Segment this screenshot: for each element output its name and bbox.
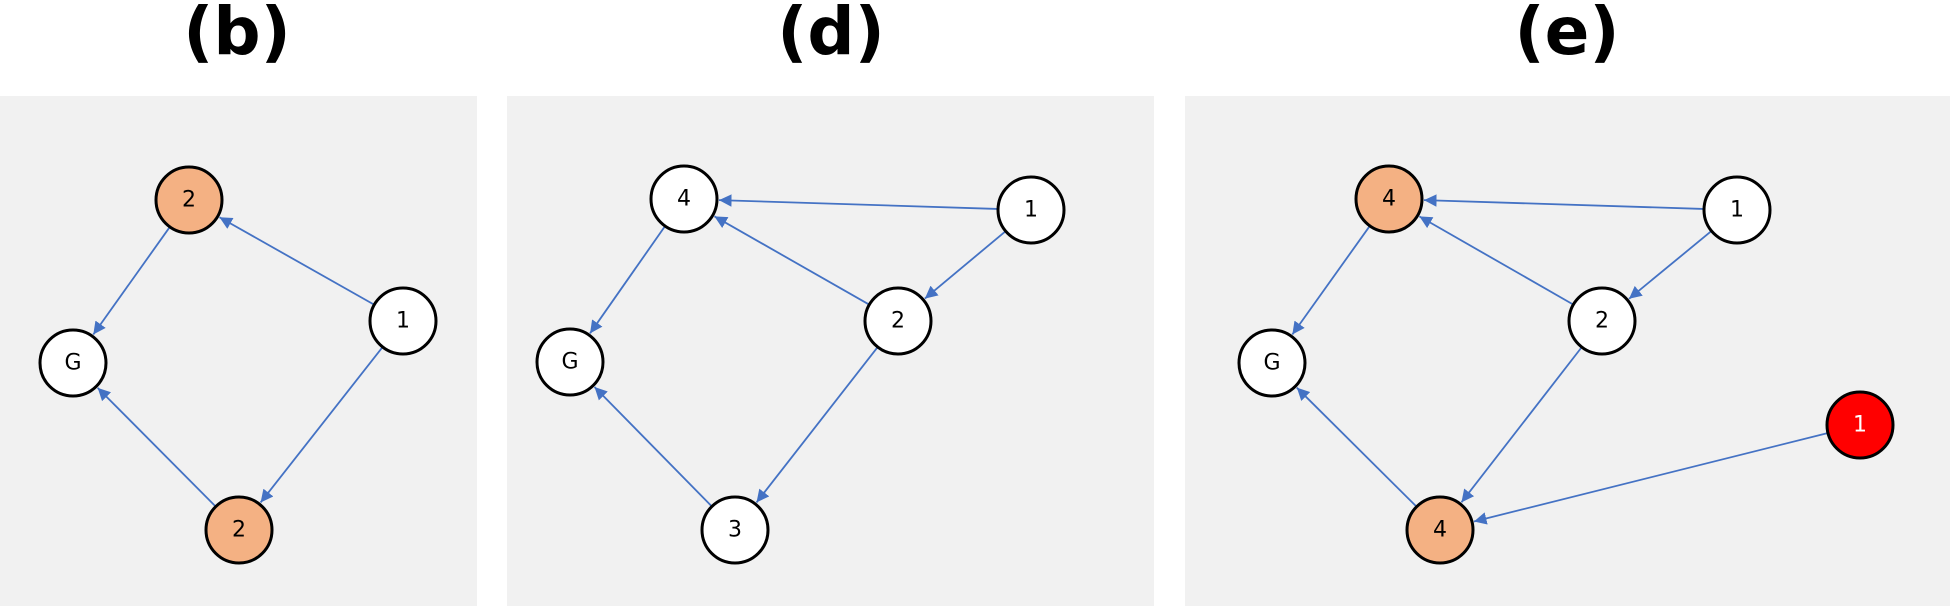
node-circle [204, 495, 274, 565]
graph-node: 2 [863, 286, 933, 356]
edge-arrow [924, 231, 1006, 300]
node-label: 4 [677, 187, 691, 212]
node-circle [863, 286, 933, 356]
node-label: 2 [182, 188, 196, 213]
graph-node: G [1237, 328, 1307, 398]
edge-arrow [1291, 226, 1370, 336]
edge-arrow [1418, 215, 1573, 305]
node-circle [1237, 328, 1307, 398]
node-circle [1702, 175, 1772, 245]
edge-arrow [593, 386, 712, 507]
node-circle [535, 327, 605, 397]
edge-arrow [755, 347, 878, 503]
graph-node: 2 [204, 495, 274, 565]
panel-e-title: (e) [1514, 0, 1620, 70]
node-circle [38, 328, 108, 398]
edge-arrow [1423, 194, 1704, 210]
node-label: 4 [1433, 518, 1447, 543]
node-label: 1 [1853, 413, 1867, 438]
graph-node: G [535, 327, 605, 397]
graph-node: 1 [368, 286, 438, 356]
graph-node: G [38, 328, 108, 398]
edge-arrow [1296, 387, 1417, 507]
node-label: 1 [396, 309, 410, 334]
panel-e [1185, 96, 1950, 606]
edge-arrow [219, 216, 374, 306]
graph-node: 1 [1702, 175, 1772, 245]
node-circle [368, 286, 438, 356]
node-label: 2 [232, 518, 246, 543]
node-label: G [561, 350, 578, 375]
graph-node: 4 [1405, 495, 1475, 565]
node-label: G [1263, 351, 1280, 376]
node-circle [1567, 286, 1637, 356]
node-label: G [64, 351, 81, 376]
node-circle [996, 175, 1066, 245]
panel-d-title: (d) [777, 0, 885, 70]
node-circle [154, 165, 224, 235]
graph-node: 1 [1825, 390, 1895, 460]
node-label: 2 [1595, 309, 1609, 334]
edge-arrow [1460, 347, 1582, 503]
node-label: 3 [728, 518, 742, 543]
graph-node: 2 [1567, 286, 1637, 356]
node-label: 4 [1382, 187, 1396, 212]
edge-arrow [718, 194, 998, 210]
node-circle [1354, 164, 1424, 234]
node-label: 1 [1730, 198, 1744, 223]
edge-arrow [713, 215, 869, 305]
edge-arrow [1628, 230, 1712, 300]
node-circle [649, 164, 719, 234]
panel-b-title: (b) [183, 0, 291, 70]
graph-node: 4 [1354, 164, 1424, 234]
node-label: 1 [1024, 198, 1038, 223]
edge-arrow [259, 347, 383, 504]
graph-node: 3 [700, 495, 770, 565]
node-label: 2 [891, 309, 905, 334]
node-circle [1405, 495, 1475, 565]
edge-arrow [92, 227, 171, 336]
node-circle [1825, 390, 1895, 460]
graph-node: 1 [996, 175, 1066, 245]
node-circle [700, 495, 770, 565]
edge-arrow [1473, 432, 1828, 525]
graph-node: 4 [649, 164, 719, 234]
edge-arrow [589, 226, 666, 334]
graph-node: 2 [154, 165, 224, 235]
edge-arrow [97, 387, 216, 507]
